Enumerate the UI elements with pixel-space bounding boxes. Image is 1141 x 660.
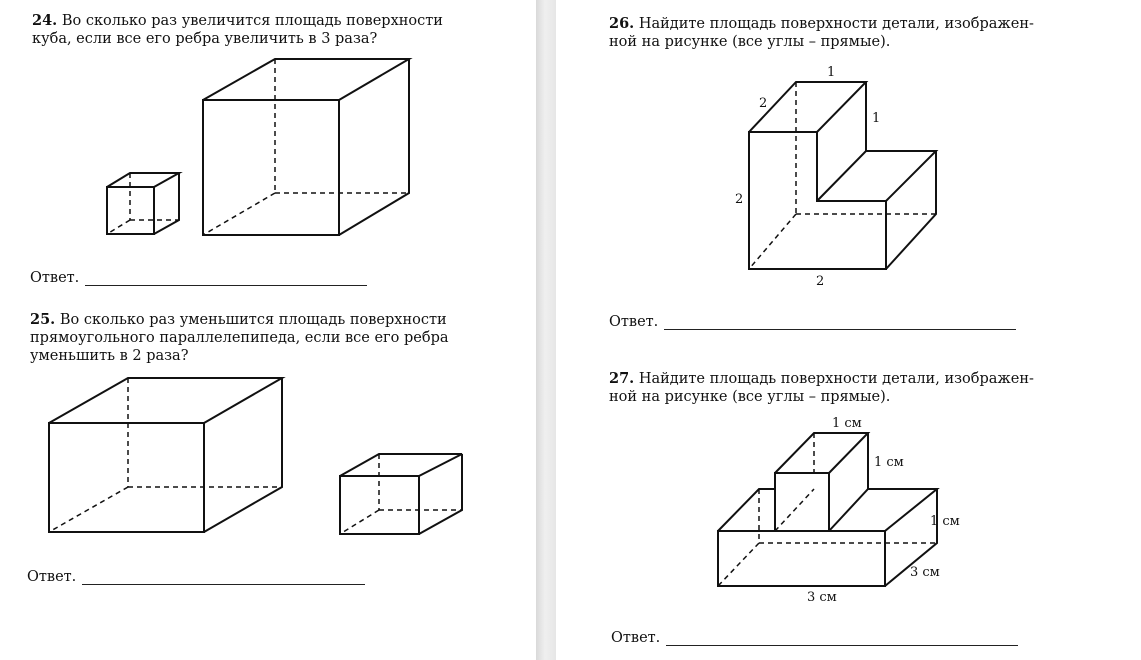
answer-label: Ответ.: [30, 270, 80, 286]
problem-text-line: ной на рисунке (все углы – прямые).: [609, 389, 891, 405]
hidden-edge: [717, 542, 760, 587]
large-box-front: [48, 422, 205, 533]
l-shape-hidden-edge: [748, 213, 797, 270]
problem-text-line: Найдите площадь поверхности детали, изоб…: [638, 371, 1034, 387]
problem-text-line: Во сколько раз уменьшится площадь поверх…: [59, 312, 447, 328]
big-cube-side: [338, 59, 410, 236]
problem-number: 25.: [30, 311, 56, 328]
answer-label: Ответ.: [611, 630, 661, 646]
page-gutter: [536, 0, 556, 660]
cubes-figure: [106, 58, 413, 236]
problem-text-line: ной на рисунке (все углы – прямые).: [609, 34, 891, 50]
big-cube-top: [202, 58, 413, 101]
base-top-left: [717, 488, 775, 532]
large-box-hidden-edge: [48, 486, 129, 533]
label-bottom: 2: [816, 274, 824, 289]
problem-number: 24.: [32, 12, 58, 29]
problem-number: 27.: [609, 370, 635, 387]
problem-text-line: прямоугольного параллелепипеда, если все…: [30, 330, 449, 346]
small-box-top: [339, 453, 463, 477]
riser-left: [774, 472, 830, 531]
large-box-top: [48, 377, 286, 424]
answer-24: Ответ.: [30, 270, 368, 286]
answer-label: Ответ.: [27, 569, 77, 585]
answer-label: Ответ.: [609, 314, 659, 330]
l-shape-top-face: [748, 81, 869, 133]
problem-text-line: уменьшить в 2 раза?: [30, 348, 189, 364]
label-top: 1 см: [832, 416, 862, 431]
riser-top: [774, 432, 871, 474]
problem-text-line: Во сколько раз увеличится площадь поверх…: [61, 13, 443, 29]
small-box-hidden-edge: [339, 509, 380, 535]
problem-text-line: Найдите площадь поверхности детали, изоб…: [638, 16, 1034, 32]
small-cube-hidden-edge: [106, 219, 131, 235]
base-top-right: [828, 488, 940, 532]
label-depth: 3 см: [910, 565, 940, 580]
problem-25: 25. Во сколько раз уменьшится площадь по…: [30, 311, 500, 365]
label-mid-right: 1 см: [930, 514, 960, 529]
small-cube-top: [106, 172, 183, 188]
right-page: 26. Найдите площадь поверхности детали, …: [556, 0, 1141, 660]
left-page: 24. Во сколько раз увеличится площадь по…: [0, 0, 536, 660]
label-right-top: 1: [872, 111, 880, 126]
label-upper-right: 1 см: [874, 455, 904, 470]
big-cube-hidden-edge: [202, 192, 276, 236]
base-right-side: [884, 489, 938, 587]
answer-27: Ответ.: [611, 630, 1019, 646]
answer-line[interactable]: [666, 633, 1019, 646]
l-shape-figure: 1 2 1 2 2: [735, 65, 939, 289]
answer-line[interactable]: [664, 317, 1017, 330]
label-bottom: 3 см: [807, 590, 837, 605]
label-top: 1: [827, 65, 835, 80]
answer-line[interactable]: [85, 273, 368, 286]
answer-25: Ответ.: [27, 569, 366, 585]
answer-line[interactable]: [82, 572, 366, 585]
boxes-figure: [48, 377, 463, 535]
answer-26: Ответ.: [609, 314, 1017, 330]
problem-text-line: куба, если все его ребра увеличить в 3 р…: [32, 31, 378, 47]
problem-number: 26.: [609, 15, 635, 32]
problem-27: 27. Найдите площадь поверхности детали, …: [609, 370, 1129, 406]
stepped-solid-figure: 1 см 1 см 1 см 3 см 3 см: [717, 416, 960, 605]
l-shape-step-face: [816, 150, 939, 202]
label-left-top: 2: [759, 96, 767, 111]
base-front: [717, 530, 886, 587]
label-left: 2: [735, 192, 743, 207]
hidden-edge: [774, 488, 815, 532]
problem-26: 26. Найдите площадь поверхности детали, …: [609, 15, 1129, 51]
problem-24: 24. Во сколько раз увеличится площадь по…: [32, 12, 502, 48]
